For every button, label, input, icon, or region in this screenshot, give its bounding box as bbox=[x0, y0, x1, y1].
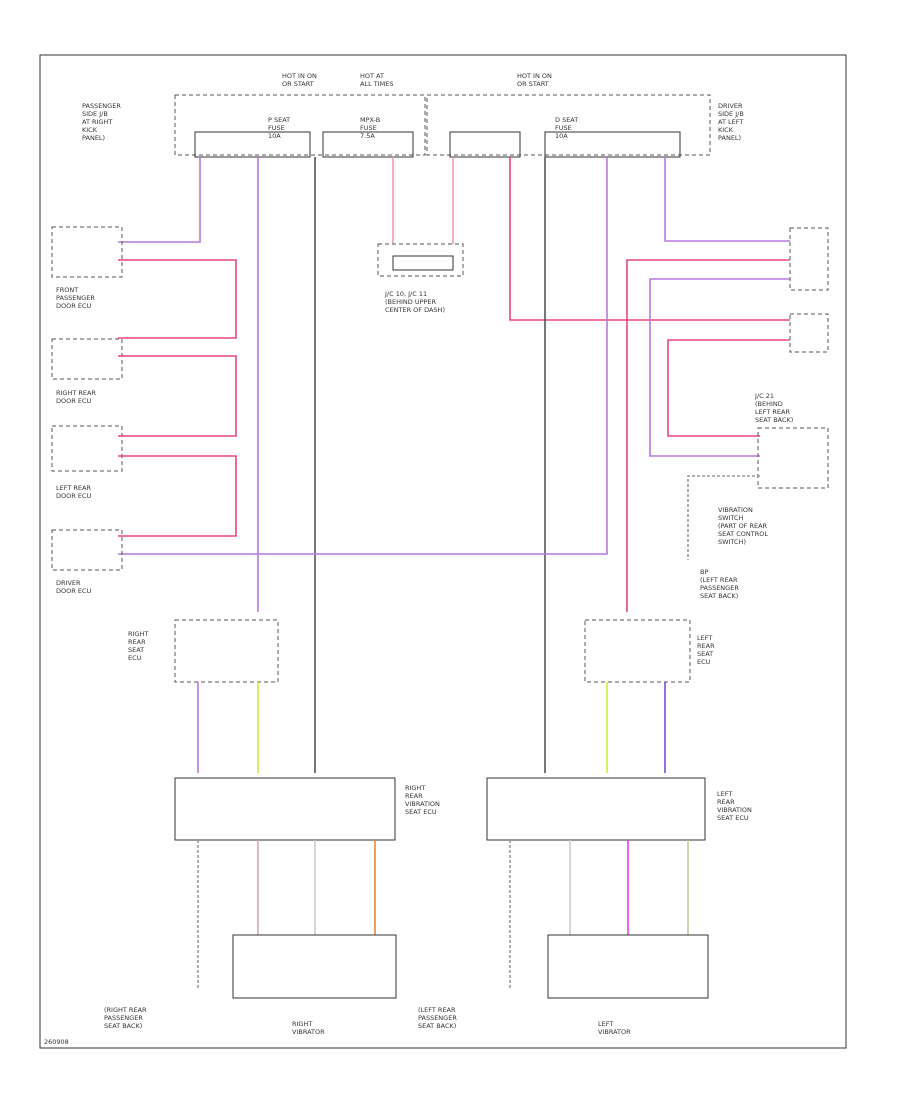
wire-right-pink-1 bbox=[626, 259, 790, 612]
wire-top-violet-4 bbox=[664, 157, 790, 242]
right-connector-bottom bbox=[789, 313, 829, 353]
wire-top-violet-1 bbox=[118, 157, 201, 243]
footer-code: 260908 bbox=[44, 1038, 69, 1046]
wire-right-violet bbox=[649, 278, 790, 457]
left-vibrator bbox=[547, 934, 709, 999]
fuse-p-seat bbox=[194, 131, 311, 158]
passenger-jb-box bbox=[174, 94, 426, 156]
fuse-mid bbox=[449, 131, 521, 158]
driver-jb-box bbox=[426, 94, 711, 156]
wire-left-pink-2 bbox=[118, 355, 237, 437]
right-rear-seat-ecu bbox=[174, 619, 279, 683]
wire-left-pink-3 bbox=[118, 455, 237, 537]
wire-right-pink-2 bbox=[667, 339, 790, 437]
jc21-connector bbox=[757, 427, 829, 489]
wire-top-pink-mid bbox=[509, 157, 790, 321]
wire-left-pink-1 bbox=[118, 259, 237, 339]
left-rear-door-ecu bbox=[51, 425, 123, 472]
jc-connector bbox=[377, 243, 464, 277]
fuse-mpx bbox=[322, 131, 414, 158]
right-rear-door-ecu bbox=[51, 338, 123, 380]
right-connector-top bbox=[789, 227, 829, 291]
right-vibrator bbox=[232, 934, 397, 999]
driver-door-ecu bbox=[51, 529, 123, 571]
wire-vib-switch-gnd bbox=[687, 475, 760, 560]
diagram-frame bbox=[39, 54, 847, 1049]
right-vibration-seat-ecu bbox=[174, 777, 396, 841]
fuse-d-seat bbox=[544, 131, 681, 158]
front-passenger-door-ecu bbox=[51, 226, 123, 278]
wire-top-violet-3 bbox=[118, 157, 608, 555]
jc-connector-inner bbox=[392, 255, 454, 271]
left-rear-seat-ecu bbox=[584, 619, 691, 683]
left-vibration-seat-ecu bbox=[486, 777, 706, 841]
